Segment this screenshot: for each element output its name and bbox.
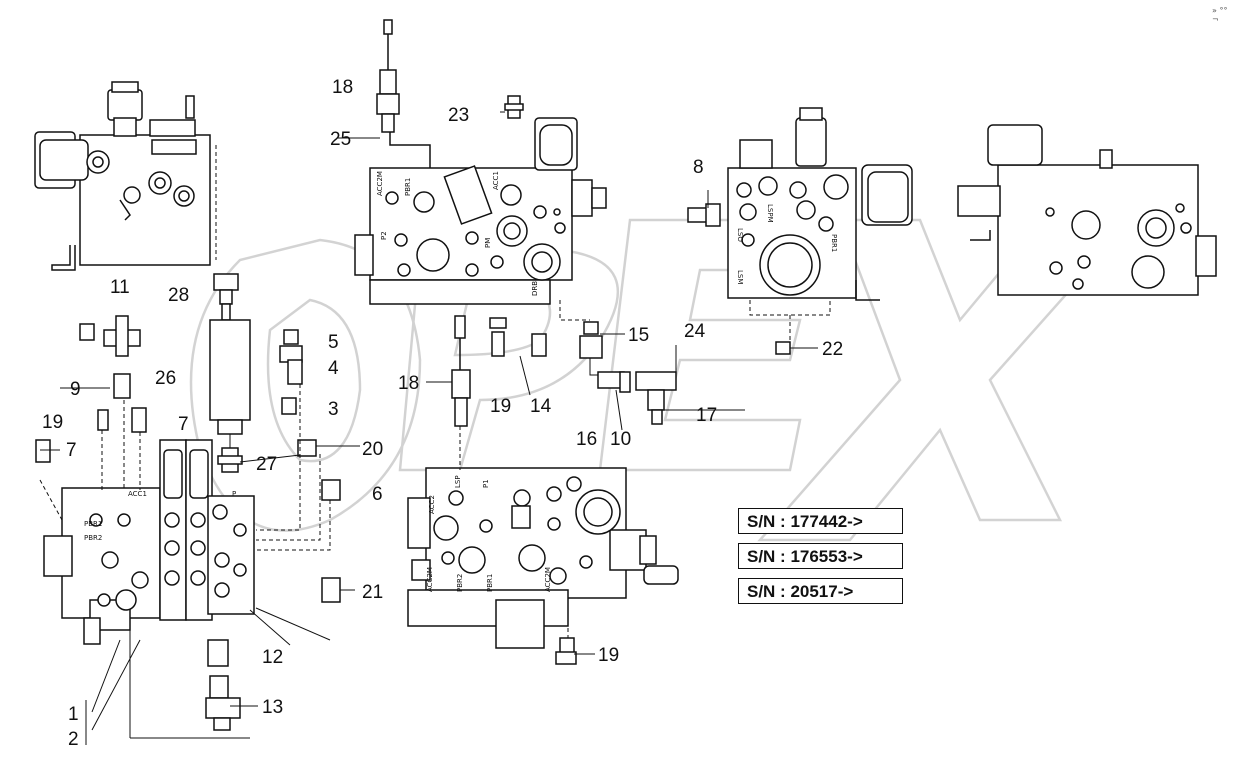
port-label: ACC2M [426,567,434,592]
callout-25: 25 [330,129,351,150]
callout-7-b: 7 [66,440,77,461]
callout-19-left: 19 [42,412,63,433]
valve-block-far-right [957,124,1217,296]
serial-number-label: S/N : 176553-> [738,543,903,569]
callout-1: 1 [68,704,79,725]
valve-block-center [354,19,607,305]
callout-17: 17 [696,405,717,426]
callout-11: 11 [110,277,130,298]
port-label: PBR1 [830,234,838,252]
port-label: ACC2M [376,171,384,196]
port-label: P1 [482,479,490,488]
callout-19-mid: 19 [490,396,511,417]
port-label: PBR1 [404,178,412,196]
callout-27: 27 [256,454,277,475]
port-label: PBR1 [486,574,494,592]
callout-24: 24 [684,321,706,342]
port-label: ACC1 [128,490,147,498]
callout-21: 21 [362,582,383,603]
port-label: PBR2 [84,534,102,542]
port-label: LSO [736,228,744,242]
callout-10: 10 [610,429,631,450]
port-label: P2 [380,231,388,240]
callout-23: 23 [448,105,469,126]
callout-16: 16 [576,429,597,450]
valve-block-6 [407,467,679,665]
callout-15: 15 [628,325,649,346]
callout-labels: 18 25 23 8 11 28 5 4 3 15 24 22 9 26 19 … [42,77,843,750]
port-label: P [232,490,236,498]
serial-number-label: S/N : 20517-> [738,578,903,604]
corner-mark: » °° ¬ [1212,6,1228,24]
serial-number-label: S/N : 177442-> [738,508,903,534]
callout-22: 22 [822,339,843,360]
leader-lines [39,111,831,745]
callout-4: 4 [328,358,339,379]
callout-12: 12 [262,647,283,668]
port-label: LSP [454,475,462,488]
valve-block-11 [34,81,211,271]
port-label: DRB [531,281,539,296]
callout-18-mid: 18 [398,373,419,394]
port-label: PBR2 [456,574,464,592]
valve-block-right [727,107,913,301]
fittings-middle [35,203,791,731]
callout-20: 20 [362,439,383,460]
port-label: ACC1 [492,171,500,190]
callout-18-top: 18 [332,77,353,98]
port-label: PBR1 [84,520,102,528]
callout-9: 9 [70,379,81,400]
callout-6: 6 [372,484,383,505]
callout-26: 26 [155,368,176,389]
callout-19-bottom: 19 [598,645,619,666]
port-label: PM [484,238,492,248]
port-label: LSPM [766,204,774,223]
manifold-stack [43,439,255,645]
callout-14: 14 [530,396,552,417]
callout-5: 5 [328,332,339,353]
callout-2: 2 [68,729,79,750]
callout-7-a: 7 [178,414,189,435]
port-labels: ACC2M PBR1 ACC1 P2 PM DRB LSO LSM LSP P1… [84,171,838,592]
callout-8: 8 [693,157,704,178]
callout-3: 3 [328,399,339,420]
port-label: LSM [736,270,744,284]
port-label: ACC2M [544,567,552,592]
callout-28: 28 [168,285,189,306]
callout-13: 13 [262,697,283,718]
port-label: ACC2 [428,495,436,514]
